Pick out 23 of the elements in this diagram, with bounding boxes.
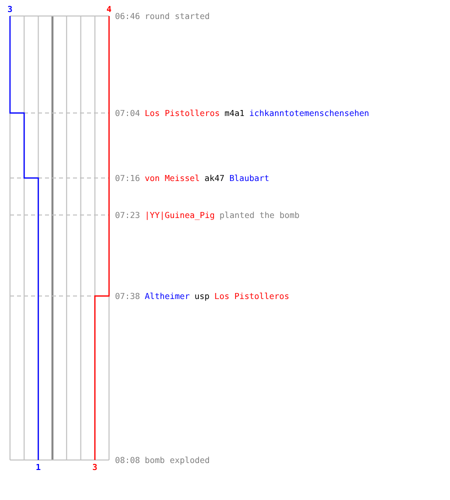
- weapon-name: m4a1: [224, 108, 244, 118]
- weapon-name: usp: [194, 291, 210, 301]
- player-count: 1: [36, 462, 41, 472]
- weapon-name: ak47: [204, 173, 225, 183]
- player-name: ichkanntotemenschensehen: [249, 108, 370, 118]
- event-text: planted the bomb: [220, 210, 300, 220]
- time-label: 07:38: [115, 291, 140, 301]
- player-name: Los Pistolleros: [144, 108, 220, 118]
- time-label: 07:23: [115, 210, 140, 220]
- player-count: 3: [8, 4, 12, 14]
- event-text: round started: [144, 11, 210, 21]
- time-label: 08:08: [115, 455, 140, 465]
- player-count: 4: [106, 4, 112, 14]
- player-name: |YY|Guinea_Pig: [144, 210, 215, 220]
- event-text: bomb exploded: [144, 455, 210, 465]
- player-name: von Meissel: [144, 173, 200, 183]
- player-name: Los Pistolleros: [214, 291, 290, 301]
- player-name: Altheimer: [144, 291, 190, 301]
- time-label: 07:04: [115, 108, 140, 118]
- time-label: 06:46: [115, 11, 140, 21]
- time-label: 07:16: [115, 173, 140, 183]
- player-count: 3: [92, 462, 98, 472]
- player-name: Blaubart: [229, 173, 270, 183]
